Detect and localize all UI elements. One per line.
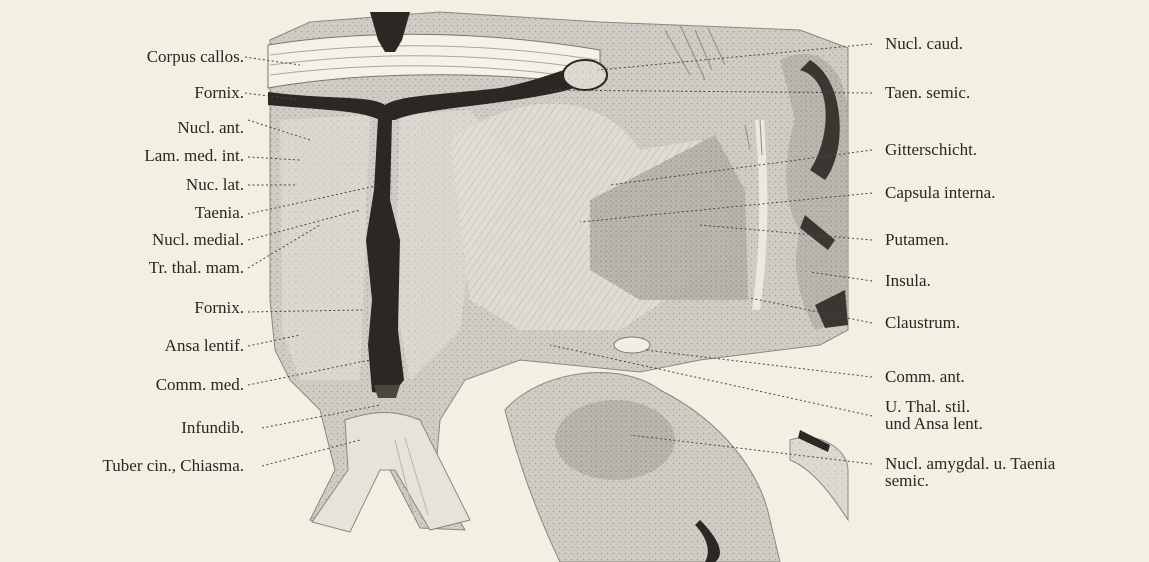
label-insula: Insula. [885, 271, 931, 290]
label-taenia: Taenia. [195, 203, 244, 222]
label-nucl-amygdal: Nucl. amygdal. u. Taenia semic. [885, 455, 1055, 489]
label-nucl-medial: Nucl. medial. [152, 230, 244, 249]
label-u-thal-stil: U. Thal. stil. und Ansa lent. [885, 398, 983, 432]
label-fornix-upper: Fornix. [194, 83, 244, 102]
temporal-lobe [505, 373, 848, 562]
anterior-commissure [614, 337, 650, 353]
label-nucl-amygdal-line1: Nucl. amygdal. u. Taenia [885, 455, 1055, 472]
label-comm-ant: Comm. ant. [885, 367, 965, 386]
label-comm-med: Comm. med. [156, 375, 244, 394]
label-putamen: Putamen. [885, 230, 949, 249]
label-nucl-amygdal-line2: semic. [885, 472, 1055, 489]
label-nucl-ant: Nucl. ant. [177, 118, 244, 137]
label-nucl-caud: Nucl. caud. [885, 34, 963, 53]
label-taen-semic: Taen. semic. [885, 83, 970, 102]
label-u-thal-stil-line1: U. Thal. stil. [885, 398, 983, 415]
label-ansa-lentif: Ansa lentif. [165, 336, 244, 355]
label-u-thal-stil-line2: und Ansa lent. [885, 415, 983, 432]
label-tuber-cin-chiasma: Tuber cin., Chiasma. [102, 456, 244, 475]
label-capsula-interna: Capsula interna. [885, 183, 995, 202]
label-claustrum: Claustrum. [885, 313, 960, 332]
label-corpus-callos: Corpus callos. [147, 47, 244, 66]
label-lam-med-int: Lam. med. int. [144, 146, 244, 165]
label-tr-thal-mam: Tr. thal. mam. [149, 258, 244, 277]
label-gitterschicht: Gitterschicht. [885, 140, 977, 159]
label-fornix-lower: Fornix. [194, 298, 244, 317]
label-infundib: Infundib. [181, 418, 244, 437]
label-nuc-lat: Nuc. lat. [186, 175, 244, 194]
